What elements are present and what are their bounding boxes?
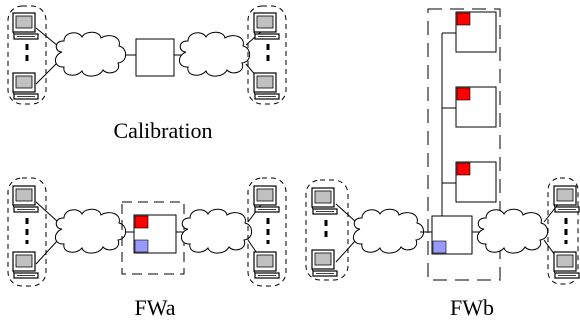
- computer-icon: [12, 72, 39, 100]
- computer-icon: [311, 249, 338, 277]
- red-marker: [134, 215, 149, 229]
- fwa-label: FWa: [134, 295, 175, 320]
- left-host-group-boundary: [7, 177, 47, 287]
- cloud-icon: [476, 208, 549, 254]
- calibration-device: [135, 38, 175, 77]
- right-host-group-boundary: [247, 177, 287, 287]
- computer-icon: [12, 251, 39, 279]
- red-marker: [456, 87, 471, 101]
- computer-icon: [253, 72, 280, 100]
- red-marker: [456, 12, 471, 26]
- cloud-icon: [54, 208, 127, 254]
- fwb-entry-device: [431, 215, 473, 255]
- cloud-icon: [178, 31, 251, 77]
- blue-marker: [432, 240, 447, 254]
- computer-icon: [12, 12, 39, 40]
- cloud-icon: [54, 31, 127, 77]
- left-host-group-boundary: [305, 179, 349, 281]
- right-host-group-boundary: [547, 177, 579, 285]
- computer-icon: [311, 187, 338, 215]
- fwb-topology: FWb: [305, 8, 580, 320]
- red-marker: [456, 162, 471, 176]
- right-host-group-boundary: [247, 5, 287, 105]
- left-host-group-boundary: [7, 5, 47, 105]
- fwb-firewall-boundary: [427, 8, 501, 281]
- computer-icon: [553, 185, 580, 213]
- fwb-label: FWb: [450, 295, 494, 320]
- fwa-topology: FWa: [7, 177, 287, 320]
- computer-icon: [253, 12, 280, 40]
- computer-icon: [253, 251, 280, 279]
- computer-icon: [12, 185, 39, 213]
- computer-icon: [553, 251, 580, 279]
- calibration-topology: Calibration: [7, 5, 287, 143]
- cloud-icon: [180, 208, 253, 254]
- blue-marker: [134, 239, 149, 253]
- cloud-icon: [352, 208, 425, 254]
- computer-icon: [253, 185, 280, 213]
- calibration-label: Calibration: [114, 118, 213, 143]
